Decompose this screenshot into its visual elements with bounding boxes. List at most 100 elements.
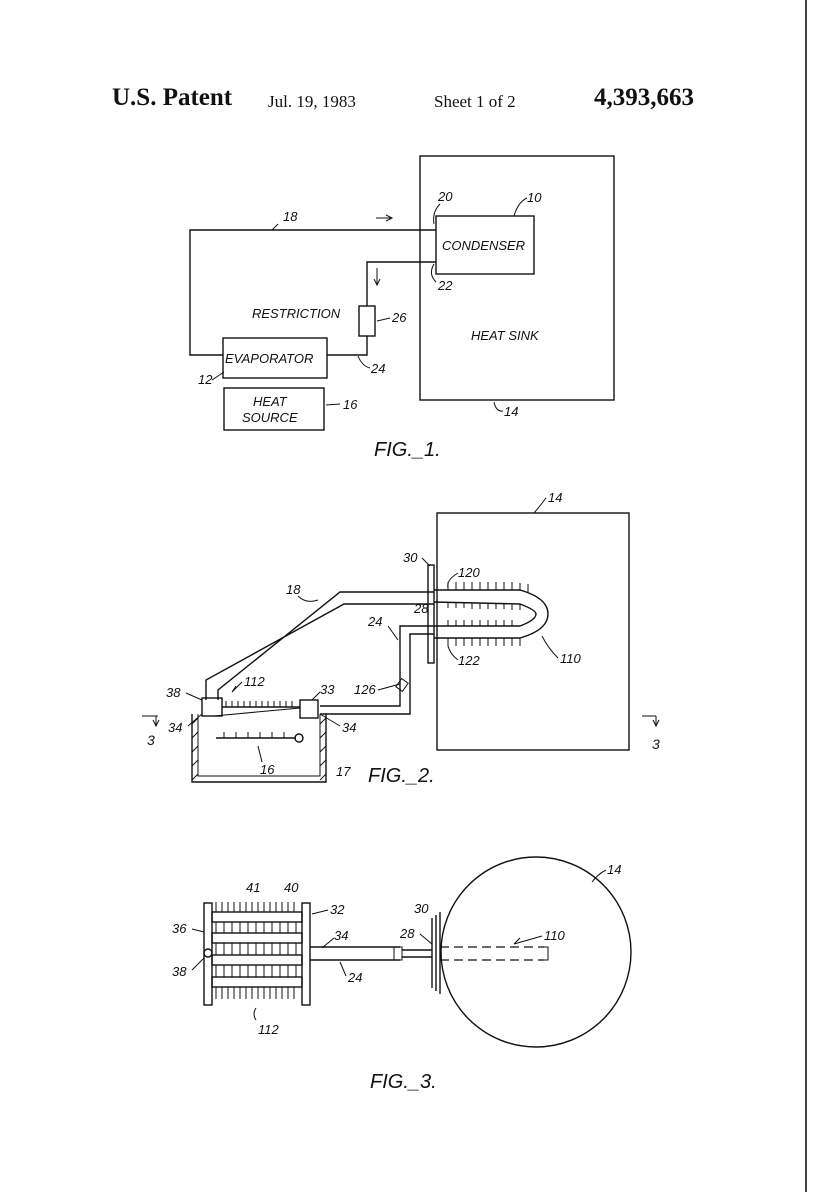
leader-16 [325, 403, 341, 406]
liquid-line-24-outer [320, 625, 434, 707]
fitting [393, 946, 403, 961]
fig3-ref-112: 112 [258, 1022, 279, 1037]
leader-26 [376, 317, 391, 322]
leader-2-34a [187, 713, 203, 727]
leader-12 [211, 371, 225, 381]
fig2-ref-33: 33 [320, 682, 335, 697]
container-hatching [191, 717, 327, 781]
flow-arrow-down [373, 268, 381, 287]
slope-line [213, 707, 301, 717]
fig3-ref-36: 36 [172, 921, 187, 936]
fig2-ref-3a: 3 [147, 732, 155, 748]
figure-1: CONDENSER HEAT SINK EVAPORATOR HEAT SOUR… [189, 155, 615, 461]
fig2-ref-122: 122 [458, 653, 480, 668]
condenser-box [435, 215, 535, 275]
ref-16: 16 [343, 397, 358, 412]
condenser-label: CONDENSER [442, 238, 525, 253]
patent-number: 4,393,663 [594, 84, 694, 111]
leader-2-16 [257, 745, 263, 763]
leader-2-110 [541, 635, 559, 659]
leader-3-112 [253, 1007, 257, 1021]
leader-2-112 [231, 681, 243, 693]
condenser-tube-inner [433, 601, 537, 627]
leader-3-36 [191, 928, 205, 933]
fig2-ref-16: 16 [260, 762, 275, 777]
tube-row-1 [211, 911, 303, 923]
thermometer-bulb [294, 733, 304, 743]
restriction-26 [358, 305, 376, 337]
fig3-ref-30: 30 [414, 901, 429, 916]
header-33 [299, 699, 319, 719]
leader-18 [271, 223, 279, 231]
fig2-ref-17: 17 [336, 764, 351, 779]
section-marker-left [142, 715, 160, 728]
fig2-ref-3b: 3 [652, 736, 660, 752]
header-38 [201, 697, 223, 717]
fig2-ref-30: 30 [403, 550, 418, 565]
fig2-ref-28: 28 [413, 601, 429, 616]
fins-122 [447, 620, 521, 646]
fig3-ref-28: 28 [399, 926, 415, 941]
ref-24: 24 [370, 361, 385, 376]
fig3-ref-40: 40 [284, 880, 299, 895]
wall-plate-30 [431, 912, 441, 994]
fig3-ref-14: 14 [607, 862, 621, 877]
hidden-condenser-end [544, 946, 549, 961]
header-left [203, 902, 213, 1006]
figure-3: 14 41 40 32 36 38 112 34 [172, 856, 632, 1093]
evaporator-fins-40 [215, 902, 297, 999]
leader-22 [430, 263, 437, 283]
vapor-line-18-inner [205, 603, 434, 700]
ref-12: 12 [198, 372, 213, 387]
heat-source-label-line1: HEAT [253, 394, 288, 409]
thermometer-ticks [223, 732, 285, 738]
header-right [301, 902, 311, 1006]
heat-source-label-line2: SOURCE [242, 410, 298, 425]
mounting-plate-30 [427, 564, 435, 664]
leader-2-18 [297, 595, 319, 602]
port-38 [203, 948, 213, 958]
container-17-inner [197, 714, 321, 777]
leader-2-120 [447, 572, 459, 589]
leader-2-38 [185, 692, 203, 701]
fig3-ref-41: 41 [246, 880, 260, 895]
tube-row-3 [211, 954, 303, 966]
leader-3-110 [513, 935, 543, 945]
leader-10 [513, 197, 528, 217]
heat-source-box [223, 387, 325, 431]
fig2-ref-110: 110 [560, 651, 581, 666]
evaporator-fins [225, 701, 293, 707]
fig2-ref-38: 38 [166, 685, 181, 700]
figure-2: 14 30 120 28 122 110 18 [142, 490, 660, 787]
leader-2-122 [447, 645, 459, 661]
patent-date: Jul. 19, 1983 [268, 92, 356, 111]
fig2-ref-120: 120 [458, 565, 480, 580]
leader-2-34b [319, 713, 341, 727]
leader-24 [357, 355, 371, 369]
ref-10: 10 [527, 190, 542, 205]
fig2-caption: FIG._2. [368, 765, 435, 787]
ref-22: 22 [437, 278, 453, 293]
leader-2-126 [377, 683, 401, 691]
patent-office-label: U.S. Patent [112, 84, 233, 111]
restriction-label: RESTRICTION [252, 306, 341, 321]
fig3-ref-32: 32 [330, 902, 345, 917]
leader-14 [493, 401, 504, 412]
fins-120 [447, 582, 529, 610]
heat-sink-box [419, 155, 615, 401]
fig3-ref-24: 24 [347, 970, 362, 985]
section-marker-right [642, 715, 660, 728]
leader-20 [433, 203, 441, 225]
leader-2-33 [311, 691, 321, 701]
fig1-caption: FIG._1. [374, 439, 441, 461]
leader-3-32 [311, 909, 329, 915]
tube-stub [402, 949, 432, 958]
fig3-caption: FIG._3. [370, 1071, 437, 1093]
fig3-ref-34: 34 [334, 928, 348, 943]
vapor-line-18-outer [217, 591, 434, 700]
heat-sink-box-2 [436, 512, 630, 751]
fig2-ref-24: 24 [367, 614, 382, 629]
leader-3-28 [419, 933, 433, 945]
